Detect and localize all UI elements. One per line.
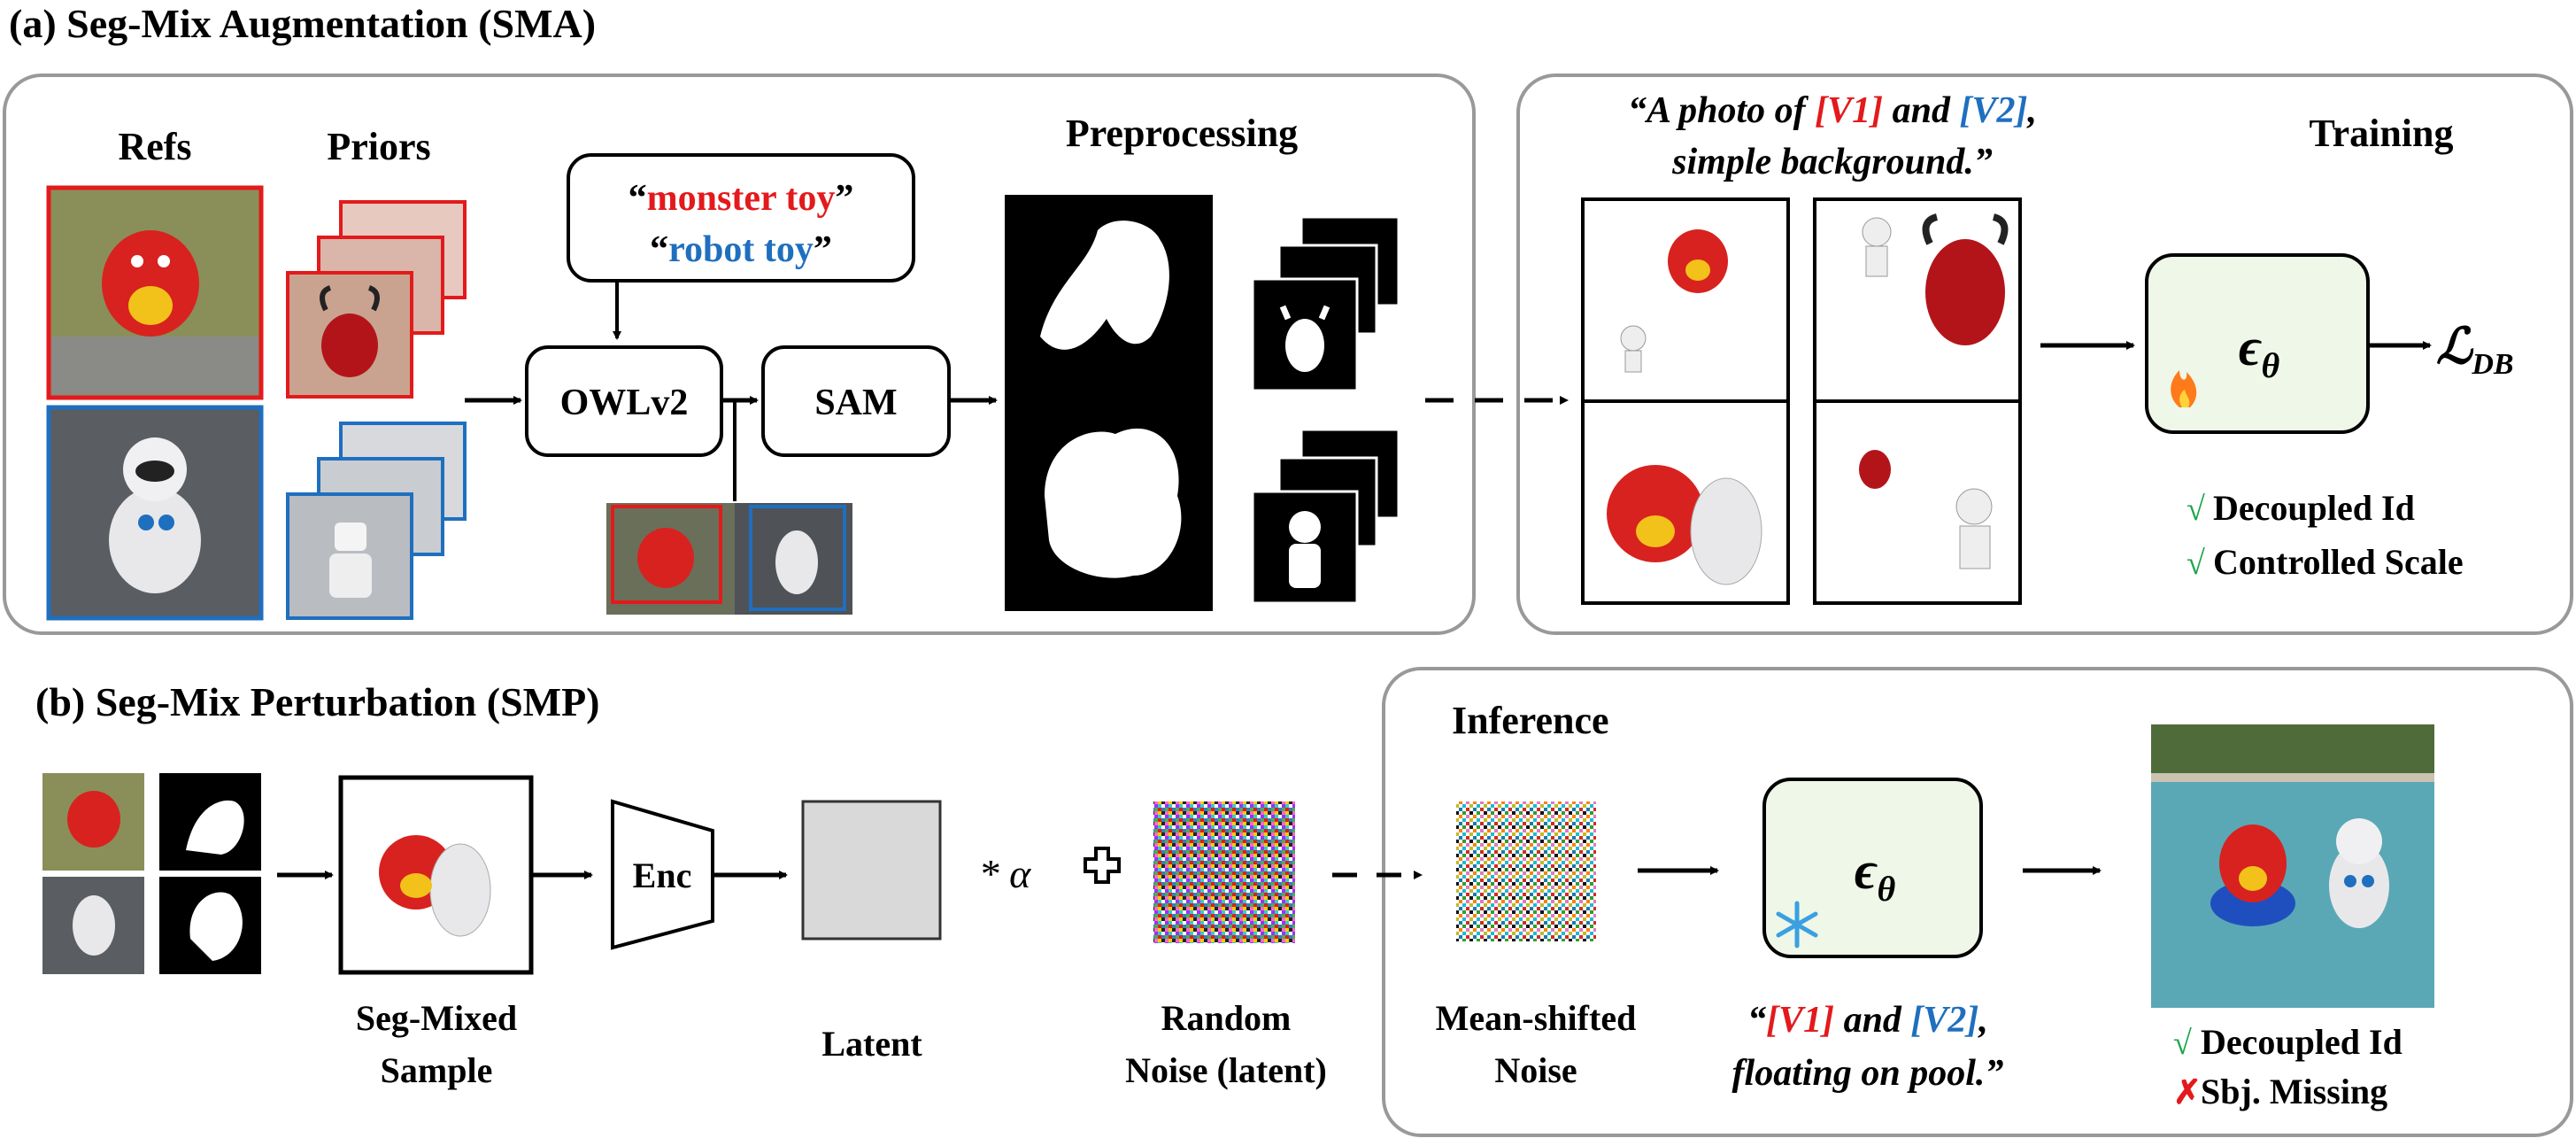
prior-images-monster (286, 200, 467, 399)
section-b-title: (b) Seg-Mix Perturbation (SMP) (35, 679, 600, 724)
plus-icon (1084, 847, 1121, 884)
check-decoupled-id-b: Decoupled Id (2201, 1022, 2402, 1062)
snowflake-icon (1776, 901, 1818, 948)
mask-individual (1251, 215, 1400, 605)
loss-label: ℒDB (2436, 320, 2514, 381)
random-noise-label-1: Random (1161, 998, 1292, 1038)
sma-preprocess-panel (3, 74, 1476, 635)
check-icon: √ (2173, 1025, 2192, 1062)
prior-images-robot (286, 422, 467, 620)
random-noise-label-2: Noise (latent) (1125, 1050, 1327, 1090)
check-icon: √ (2187, 545, 2205, 582)
detection-boxes-image (606, 503, 852, 615)
encoder-label: Enc (633, 855, 692, 895)
mean-shifted-label-2: Noise (1494, 1050, 1577, 1090)
priors-label: Priors (327, 125, 430, 168)
mean-shifted-label-1: Mean-shifted (1436, 998, 1637, 1038)
seg-mixed-label-2: Sample (381, 1050, 493, 1090)
prompt-monster: “monster toy” (629, 178, 854, 219)
denoiser-label-infer: ϵθ (1855, 841, 1896, 909)
encoder-block (611, 799, 714, 950)
ref-image-monster (46, 185, 264, 400)
text-prompt-box (567, 153, 915, 283)
ref-image-robot (46, 405, 264, 621)
section-a-title: (a) Seg-Mix Augmentation (SMA) (9, 1, 596, 46)
cross-sbj-missing: Sbj. Missing (2201, 1072, 2387, 1111)
sam-label: SAM (814, 383, 897, 423)
prompt-robot: “robot toy” (650, 229, 832, 270)
latent-label: Latent (821, 1024, 922, 1064)
inference-prompt-line1: “[V1] and [V2], (1747, 1000, 1988, 1041)
check-decoupled-id: Decoupled Id (2213, 488, 2415, 528)
generated-output-image (2151, 724, 2434, 1008)
owlv2-label: OWLv2 (560, 383, 689, 423)
fire-icon (2171, 370, 2197, 407)
latent-square (801, 800, 942, 941)
denoiser-frozen-box (1762, 778, 1983, 958)
training-prompt-line2: simple background.” (1671, 142, 1993, 182)
inference-prompt-line2: floating on pool.” (1732, 1053, 2004, 1094)
mean-shifted-noise (1456, 801, 1596, 941)
check-controlled-scale: Controlled Scale (2213, 542, 2464, 582)
alpha-scale: * α (979, 851, 1032, 896)
smp-inference-panel (1382, 667, 2573, 1137)
sma-training-panel (1516, 74, 2573, 635)
refs-label: Refs (118, 125, 191, 168)
check-icon: √ (2187, 491, 2205, 528)
random-noise-latent (1153, 801, 1295, 943)
training-label: Training (2309, 112, 2453, 155)
seg-mixed-label-1: Seg-Mixed (356, 998, 517, 1038)
preprocessing-label: Preprocessing (1066, 112, 1298, 155)
training-prompt-line1: “A photo of [V1] and [V2], (1628, 90, 2037, 131)
input-refs-and-masks (42, 773, 261, 974)
cross-icon: ✗ (2173, 1074, 2202, 1111)
mask-combined (1005, 195, 1213, 611)
inference-label: Inference (1452, 699, 1609, 742)
augmented-samples-grid (1581, 197, 2022, 605)
